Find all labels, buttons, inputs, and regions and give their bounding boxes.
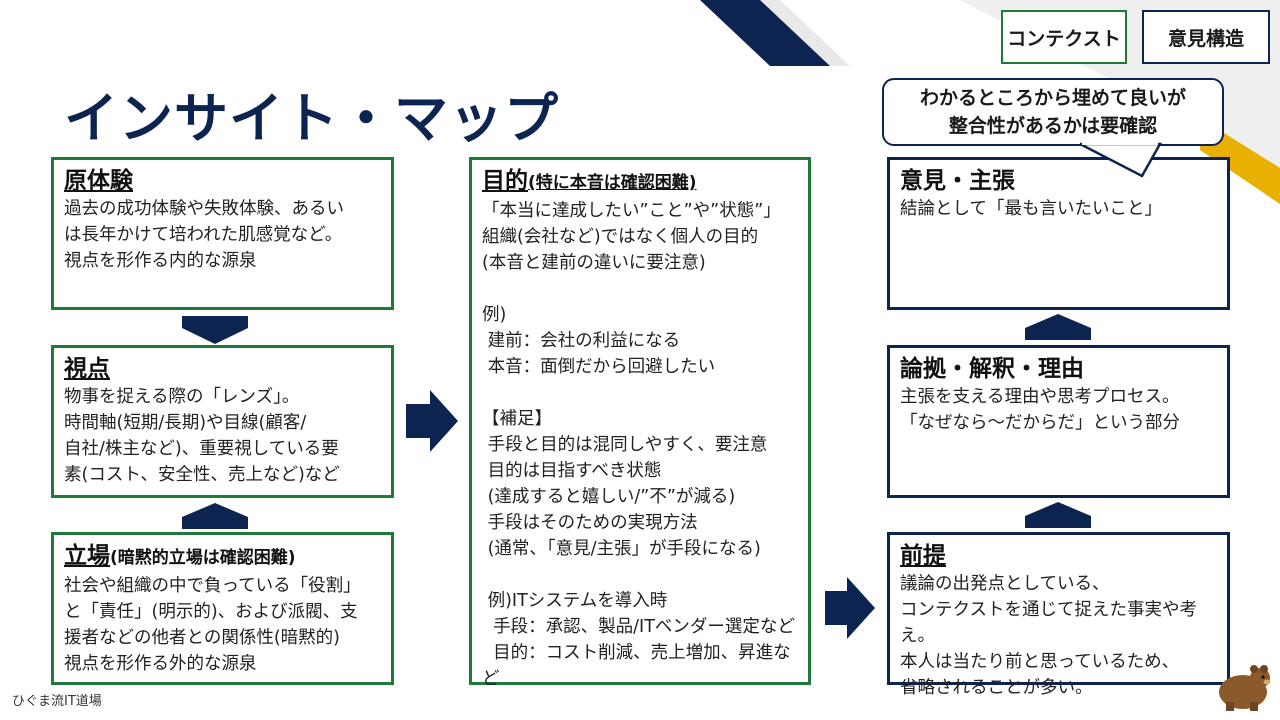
position-body: 社会や組織の中で負っている「役割」 と「責任」(明示的)、および派閥、支 援者な… bbox=[64, 576, 361, 674]
tab-opinion-structure[interactable]: 意見構造 bbox=[1142, 10, 1270, 64]
opinion-box: 意見・主張 結論として「最も言いたいこと」 bbox=[887, 157, 1230, 310]
position-heading: 立場(暗黙的立場は確認困難) bbox=[64, 543, 296, 569]
experience-heading: 原体験 bbox=[64, 168, 133, 194]
experience-box: 原体験 過去の成功体験や失敗体験、あるい は長年かけて培われた肌感覚など。 視点… bbox=[51, 157, 394, 310]
reasoning-body: 主張を支える理由や思考プロセス。 「なぜなら～だからだ」という部分 bbox=[900, 387, 1180, 433]
opinion-heading: 意見・主張 bbox=[900, 168, 1015, 194]
callout-tail-icon bbox=[1080, 142, 1163, 178]
arrow-up-icon bbox=[1025, 314, 1091, 340]
reasoning-heading: 論拠・解釈・理由 bbox=[900, 356, 1084, 382]
arrow-down-icon bbox=[182, 316, 248, 344]
purpose-body: 「本当に達成したい”こと”や”状態”」 組織(会社など)ではなく個人の目的 (本… bbox=[482, 201, 795, 689]
arrow-up-icon bbox=[1025, 502, 1091, 528]
purpose-heading: 目的(特に本音は確認困難) bbox=[482, 168, 697, 194]
callout-note: わかるところから埋めて良いが 整合性があるかは要確認 bbox=[882, 78, 1224, 146]
footer-brand: ひぐま流IT道場 bbox=[12, 694, 102, 709]
callout-line-1: わかるところから埋めて良いが bbox=[919, 87, 1186, 109]
viewpoint-heading: 視点 bbox=[64, 356, 110, 382]
arrow-right-icon bbox=[825, 577, 875, 639]
arrow-right-icon bbox=[406, 390, 458, 452]
viewpoint-box: 視点 物事を捉える際の「レンズ」。 時間軸(短期/長期)や目線(顧客/ 自社/株… bbox=[51, 345, 394, 498]
viewpoint-body: 物事を捉える際の「レンズ」。 時間軸(短期/長期)や目線(顧客/ 自社/株主など… bbox=[64, 387, 340, 485]
experience-body: 過去の成功体験や失敗体験、あるい は長年かけて培われた肌感覚など。 視点を形作る… bbox=[64, 199, 344, 271]
purpose-box: 目的(特に本音は確認困難) 「本当に達成したい”こと”や”状態”」 組織(会社な… bbox=[469, 157, 811, 689]
callout-line-2: 整合性があるかは要確認 bbox=[948, 115, 1158, 137]
arrow-up-icon bbox=[182, 503, 248, 529]
premise-heading: 前提 bbox=[900, 543, 946, 569]
bear-mascot-icon bbox=[1219, 665, 1271, 711]
premise-box: 前提 議論の出発点としている、 コンテクストを通じて捉えた事実や考え。 本人は当… bbox=[887, 532, 1230, 698]
reasoning-box: 論拠・解釈・理由 主張を支える理由や思考プロセス。 「なぜなら～だからだ」という… bbox=[887, 345, 1230, 498]
position-box: 立場(暗黙的立場は確認困難) 社会や組織の中で負っている「役割」 と「責任」(明… bbox=[51, 532, 394, 685]
page-title: インサイト・マップ bbox=[64, 87, 559, 150]
tab-context[interactable]: コンテクスト bbox=[1001, 10, 1127, 64]
opinion-body: 結論として「最も言いたいこと」 bbox=[900, 199, 1162, 219]
premise-body: 議論の出発点としている、 コンテクストを通じて捉えた事実や考え。 本人は当たり前… bbox=[900, 574, 1197, 698]
